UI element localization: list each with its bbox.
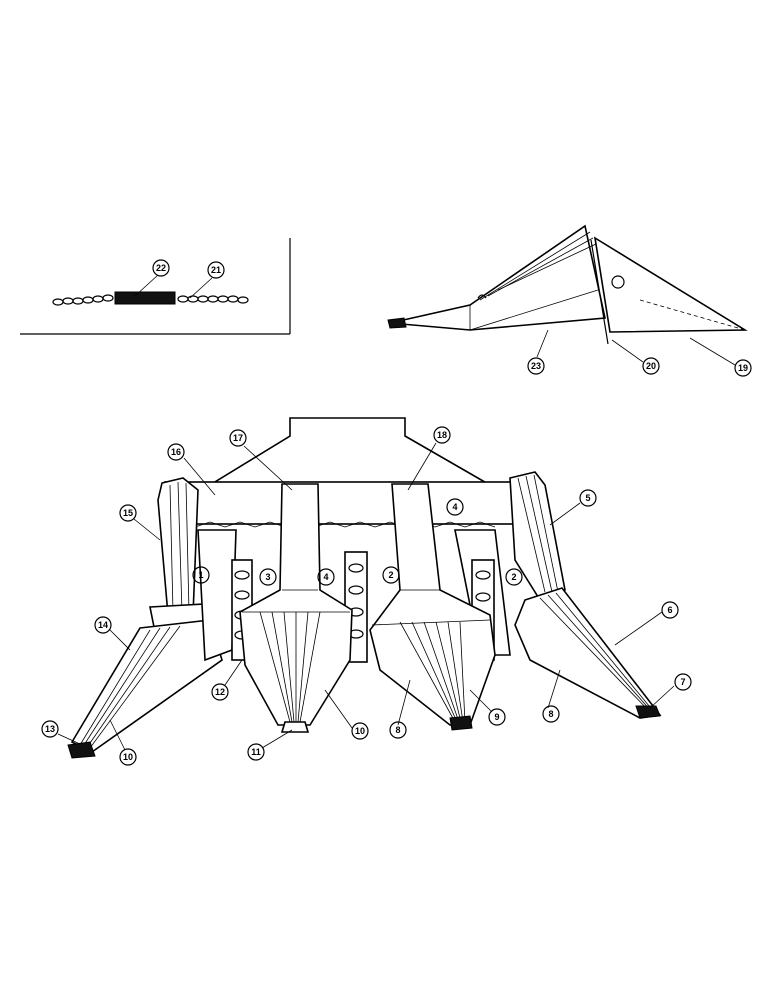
callout-c7: 7 xyxy=(674,673,692,691)
callout-label-c21: 21 xyxy=(211,265,221,275)
right-outer-divider xyxy=(509,471,662,719)
callout-c21: 21 xyxy=(207,261,225,279)
callout-c19: 19 xyxy=(734,359,752,377)
callout-c9: 9 xyxy=(488,708,506,726)
callout-c20: 20 xyxy=(642,357,660,375)
callout-c17: 17 xyxy=(229,429,247,447)
callout-c4b: 4 xyxy=(317,568,335,586)
callout-c14: 14 xyxy=(94,616,112,634)
main-frame-beam xyxy=(164,481,516,525)
callout-label-c10b: 10 xyxy=(355,726,365,736)
callout-label-c15: 15 xyxy=(123,508,133,518)
callout-c1: 1 xyxy=(192,566,210,584)
callout-label-c7: 7 xyxy=(680,677,685,687)
callout-c10a: 10 xyxy=(119,748,137,766)
callout-label-c8a: 8 xyxy=(395,725,400,735)
callout-label-c23: 23 xyxy=(531,361,541,371)
callout-label-c22: 22 xyxy=(156,263,166,273)
callout-label-c11: 11 xyxy=(251,747,261,757)
callout-label-c19: 19 xyxy=(738,363,748,373)
left-outer-divider xyxy=(67,477,223,759)
callout-label-c1: 1 xyxy=(198,570,203,580)
callout-label-c16: 16 xyxy=(171,447,181,457)
chain-inset xyxy=(20,238,291,335)
callout-label-c20: 20 xyxy=(646,361,656,371)
callout-c2a: 2 xyxy=(382,566,400,584)
side-view-point-body xyxy=(389,224,606,331)
corn-head-main-view xyxy=(67,417,662,759)
center-left-divider xyxy=(239,483,353,733)
callout-c10b: 10 xyxy=(351,722,369,740)
callout-label-c3: 3 xyxy=(265,572,270,582)
callout-label-c12: 12 xyxy=(215,687,225,697)
callout-label-c6: 6 xyxy=(667,605,672,615)
side-view-gathering-point xyxy=(387,224,748,345)
side-view-mount-hole xyxy=(611,275,625,289)
callout-c22: 22 xyxy=(152,259,170,277)
callout-c8a: 8 xyxy=(389,721,407,739)
row-unit-1 xyxy=(197,529,253,662)
callout-label-c18: 18 xyxy=(437,430,447,440)
callout-c6: 6 xyxy=(661,601,679,619)
side-view-divider-rod xyxy=(590,239,609,345)
callout-label-c8b: 8 xyxy=(548,709,553,719)
callout-label-c10a: 10 xyxy=(123,752,133,762)
leader-lines xyxy=(57,274,736,751)
side-view-point-tip xyxy=(387,317,407,329)
callout-c2b: 2 xyxy=(505,568,523,586)
right-outer-point-tip xyxy=(635,705,661,719)
callout-c18: 18 xyxy=(433,426,451,444)
callout-c15: 15 xyxy=(119,504,137,522)
callout-c8b: 8 xyxy=(542,705,560,723)
top-hitch-plate xyxy=(207,417,493,486)
center-right-point-tip xyxy=(449,715,473,731)
callout-c23: 23 xyxy=(527,357,545,375)
callout-c16: 16 xyxy=(167,443,185,461)
callout-c13: 13 xyxy=(41,720,59,738)
callout-c4a: 4 xyxy=(446,498,464,516)
callout-label-c4a: 4 xyxy=(452,502,457,512)
callout-c3: 3 xyxy=(259,568,277,586)
callout-bubbles: 22 21 23 20 19 16 17 18 15 5 4 1 3 4 2 2… xyxy=(41,259,752,766)
center-right-divider xyxy=(369,483,496,731)
callout-c11: 11 xyxy=(247,743,265,761)
callout-c5: 5 xyxy=(579,489,597,507)
chain xyxy=(52,291,249,306)
callout-label-c13: 13 xyxy=(45,724,55,734)
callout-label-c14: 14 xyxy=(98,620,108,630)
callout-label-c2b: 2 xyxy=(511,572,516,582)
center-left-point-tip xyxy=(280,721,310,733)
callout-label-c5: 5 xyxy=(585,493,590,503)
callout-label-c17: 17 xyxy=(233,433,243,443)
left-outer-point-tip xyxy=(67,741,96,759)
side-view-rear-shield xyxy=(593,236,748,333)
callout-label-c9: 9 xyxy=(494,712,499,722)
chain-spring xyxy=(114,291,176,305)
callout-label-c4b: 4 xyxy=(323,572,328,582)
callout-c12: 12 xyxy=(211,683,229,701)
callout-label-c2a: 2 xyxy=(388,570,393,580)
